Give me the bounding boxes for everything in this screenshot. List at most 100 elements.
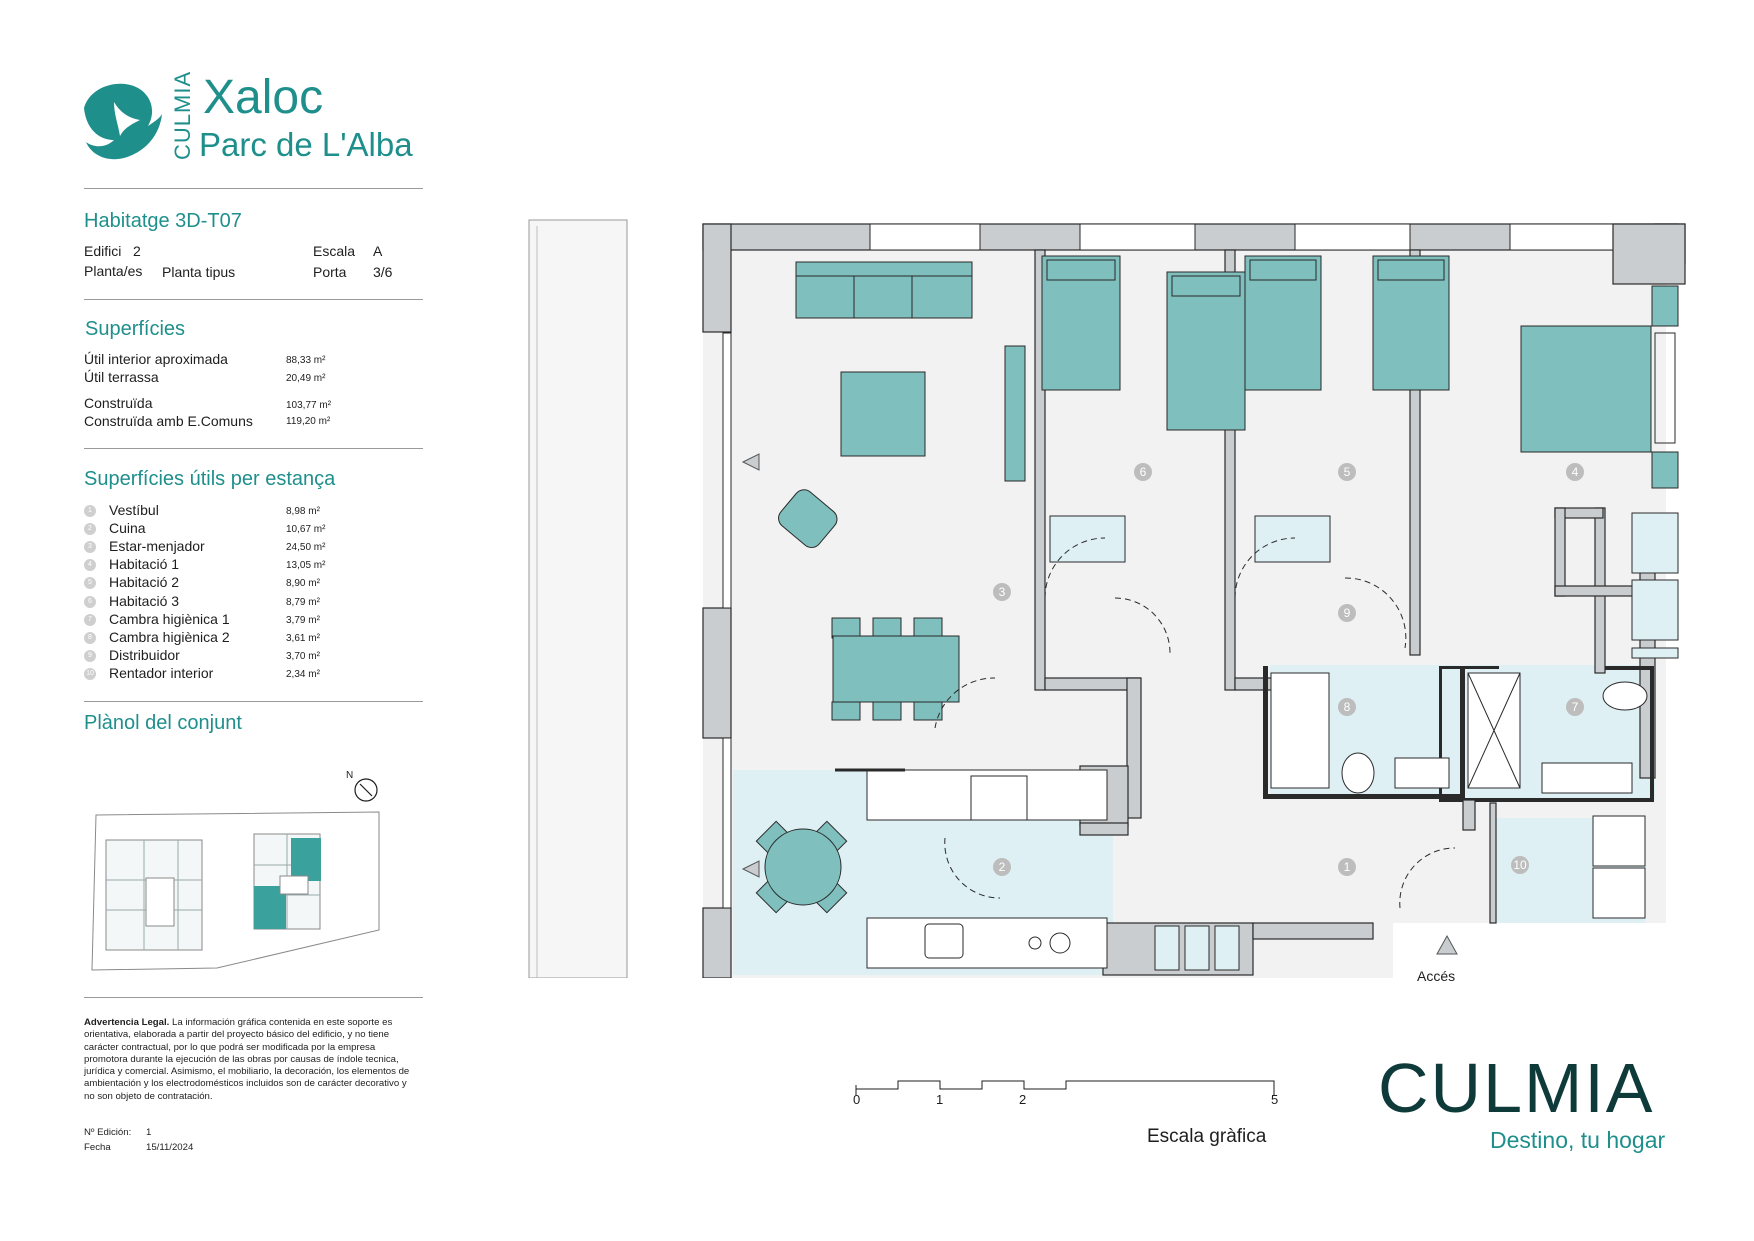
room-label: Cuina	[109, 520, 146, 536]
room-marker-label: 5	[1344, 465, 1351, 479]
scale-tick-label: 2	[1019, 1092, 1027, 1107]
floor-plan: .w{fill:#c9cdcf;stroke:#2a2a2a;stroke-wi…	[528, 219, 1693, 978]
room-value: 2,34 m²	[286, 669, 320, 680]
kitchen-table	[755, 820, 848, 914]
room-marker	[1338, 858, 1356, 876]
room-label: Cambra higiènica 2	[109, 629, 230, 645]
bed	[1520, 325, 1652, 453]
porta-label: Porta	[313, 264, 347, 280]
room-number-badge: 1	[84, 505, 96, 517]
room-label: Distribuidor	[109, 647, 180, 663]
bed	[1372, 255, 1450, 391]
room-marker-label: 3	[999, 585, 1006, 599]
planta-value: Planta tipus	[162, 264, 236, 280]
footer-brand-name: CULMIA	[1378, 1049, 1655, 1127]
site-plan-title: Plànol del conjunt	[84, 712, 242, 734]
bathtub	[1270, 672, 1330, 789]
project-subname: Parc de L'Alba	[199, 126, 413, 163]
room-label: Habitació 1	[109, 556, 180, 572]
room-value: 3,61 m²	[286, 633, 320, 644]
footer-brand-tagline: Destino, tu hogar	[1490, 1127, 1666, 1153]
room-number-badge: 5	[84, 577, 96, 589]
coffee-table	[840, 371, 926, 457]
legal-notice: Advertencia Legal. La información gráfic…	[84, 1017, 414, 1103]
room-marker	[1338, 463, 1356, 481]
room-label: Rentador interior	[109, 665, 214, 681]
room-number-badge: 6	[84, 596, 96, 608]
room-marker	[993, 858, 1011, 876]
room-marker-label: 1	[1344, 860, 1351, 874]
divider	[84, 299, 423, 300]
room-value: 3,79 m²	[286, 615, 320, 626]
armchair	[778, 489, 838, 548]
divider	[84, 997, 423, 998]
surface-label: Construïda	[84, 395, 153, 411]
room-number-badge: 7	[84, 614, 96, 626]
room-value: 10,67 m²	[286, 524, 326, 535]
terrace	[528, 219, 628, 978]
surface-label: Útil interior aproximada	[84, 351, 228, 367]
edifici-label: Edifici	[84, 243, 122, 259]
room-number-badge: 3	[84, 541, 96, 553]
room-value: 8,98 m²	[286, 506, 320, 517]
bed	[1041, 255, 1121, 391]
room-marker	[1338, 604, 1356, 622]
room-marker-label: 2	[999, 860, 1006, 874]
room-label: Habitació 3	[109, 593, 180, 609]
room-value: 8,79 m²	[286, 597, 320, 608]
room-label: Vestíbul	[109, 502, 159, 518]
room-marker-label: 10	[1513, 858, 1527, 872]
divider	[84, 701, 423, 702]
room-marker	[1338, 698, 1356, 716]
surface-value: 119,20 m²	[286, 416, 331, 427]
room-marker-label: 9	[1344, 606, 1351, 620]
dining-table	[831, 617, 960, 721]
access-label: Accés	[1417, 968, 1456, 984]
room-number-badge: 2	[84, 523, 96, 535]
room-marker	[1566, 463, 1584, 481]
room-marker-label: 8	[1344, 700, 1351, 714]
project-name: Xaloc	[203, 71, 324, 124]
room-value: 24,50 m²	[286, 542, 326, 553]
room-number-badge: 8	[84, 632, 96, 644]
room-value: 3,70 m²	[286, 651, 320, 662]
room-label: Cambra higiènica 1	[109, 611, 230, 627]
logo-bird-icon	[84, 83, 162, 160]
tv-unit	[1004, 345, 1026, 482]
room-label: Estar-menjador	[109, 538, 205, 554]
room-number-badge: 4	[84, 559, 96, 571]
surface-label: Construïda amb E.Comuns	[84, 413, 253, 429]
edifici-value: 2	[133, 243, 141, 259]
room-marker-label: 6	[1140, 465, 1147, 479]
room-number-badge: 10	[84, 668, 96, 680]
scale-title: Escala gràfica	[1147, 1126, 1267, 1147]
scale-tick-label: 1	[936, 1092, 944, 1107]
room-marker-label: 7	[1572, 700, 1579, 714]
surface-label: Útil terrassa	[84, 369, 159, 385]
kitchen-counter	[835, 768, 1108, 969]
surfaces-title: Superfícies	[85, 318, 186, 340]
porta-value: 3/6	[373, 264, 393, 280]
date-label: Fecha	[84, 1142, 111, 1153]
room-value: 13,05 m²	[286, 560, 326, 571]
room-marker	[1511, 856, 1529, 874]
divider	[84, 448, 423, 449]
room-marker	[1566, 698, 1584, 716]
access-icon	[1436, 934, 1458, 955]
scale-bar	[855, 1080, 1275, 1095]
planta-label: Planta/es	[84, 263, 143, 279]
unit-title: Habitatge 3D-T07	[84, 210, 242, 232]
bed	[1244, 255, 1322, 391]
rooms-title: Superfícies útils per estança	[84, 468, 336, 490]
site-plan: N	[91, 770, 380, 971]
edition-label: Nº Edición:	[84, 1127, 132, 1138]
divider	[84, 188, 423, 189]
legal-bold: Advertencia Legal.	[84, 1017, 170, 1028]
scale-tick-label: 0	[853, 1092, 861, 1107]
room-marker	[993, 583, 1011, 601]
room-value: 8,90 m²	[286, 578, 320, 589]
surface-value: 88,33 m²	[286, 355, 326, 366]
surface-value: 20,49 m²	[286, 373, 326, 384]
brand-culmia-vertical: CULMIA	[170, 70, 195, 160]
